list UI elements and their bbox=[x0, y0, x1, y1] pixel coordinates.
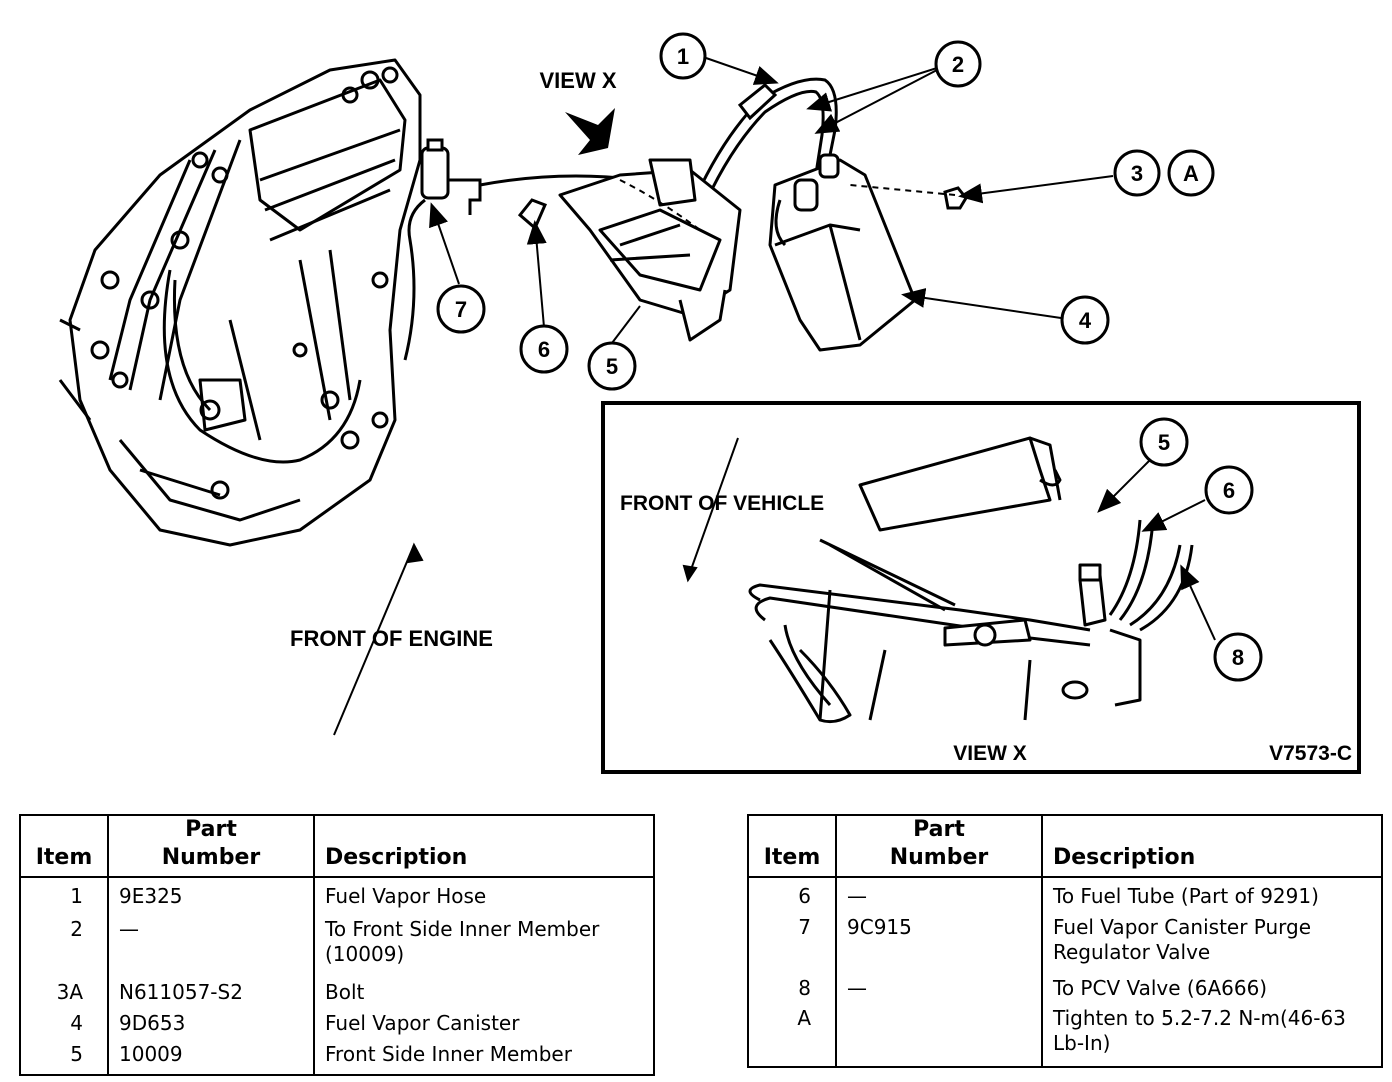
svg-text:3: 3 bbox=[1131, 161, 1143, 186]
table-row: 6 — To Fuel Tube (Part of 9291) bbox=[747, 877, 1383, 916]
engine-drawing bbox=[58, 58, 422, 547]
row-item: 5 bbox=[19, 1042, 109, 1075]
row-description: Tighten to 5.2-7.2 N-m(46-63 Lb-In) bbox=[1041, 1005, 1383, 1067]
bolt bbox=[943, 186, 968, 210]
row-part-number: 10009 bbox=[107, 1042, 315, 1075]
front-of-engine-label: FRONT OF ENGINE bbox=[290, 626, 493, 651]
callout-2: 2 bbox=[934, 40, 982, 88]
row-description: To Front Side Inner Member (10009) bbox=[313, 917, 655, 980]
exploded-diagram: 1 2 3 A 4 7 6 5 VIEW X FRONT OF ENGINE bbox=[58, 32, 1361, 774]
callout-4: 4 bbox=[1060, 295, 1110, 345]
svg-text:2: 2 bbox=[952, 52, 964, 77]
table-row: 2 — To Front Side Inner Member (10009) bbox=[19, 917, 655, 980]
fuel-vapor-canister bbox=[768, 153, 917, 352]
table-row: 3A N611057-S2 Bolt bbox=[19, 979, 655, 1012]
svg-text:5: 5 bbox=[606, 354, 618, 379]
table-row: A Tighten to 5.2-7.2 N-m(46-63 Lb-In) bbox=[747, 1005, 1383, 1067]
row-description: To Fuel Tube (Part of 9291) bbox=[1041, 877, 1383, 916]
figure-code: V7573-C bbox=[1269, 742, 1352, 765]
row-item: 7 bbox=[747, 915, 837, 976]
table-header-row: Item Part Number Description bbox=[747, 815, 1383, 878]
svg-text:8: 8 bbox=[1232, 645, 1244, 670]
svg-text:7: 7 bbox=[455, 297, 467, 322]
view-x-arrow bbox=[565, 108, 615, 155]
row-description: To PCV Valve (6A666) bbox=[1041, 975, 1383, 1006]
row-part-number bbox=[835, 1005, 1043, 1067]
row-item: 6 bbox=[747, 877, 837, 916]
callout-6: 6 bbox=[519, 324, 569, 374]
header-item: Item bbox=[19, 815, 109, 878]
svg-text:6: 6 bbox=[1223, 478, 1235, 503]
row-part-number: N611057-S2 bbox=[107, 979, 315, 1012]
row-description: Fuel Vapor Hose bbox=[313, 877, 655, 918]
svg-text:1: 1 bbox=[677, 44, 689, 69]
table-row: 7 9C915 Fuel Vapor Canister Purge Regula… bbox=[747, 915, 1383, 976]
callout-1: 1 bbox=[659, 32, 707, 80]
table-row: 5 10009 Front Side Inner Member bbox=[19, 1042, 655, 1075]
row-description: Fuel Vapor Canister Purge Regulator Valv… bbox=[1041, 915, 1383, 976]
header-part-number: Part Number bbox=[835, 815, 1043, 878]
row-item: 4 bbox=[19, 1011, 109, 1043]
header-part-number: Part Number bbox=[107, 815, 315, 878]
table-header-row: Item Part Number Description bbox=[19, 815, 655, 878]
row-part-number: — bbox=[107, 917, 315, 980]
parts-table-left: Item Part Number Description 1 9E325 Fue… bbox=[19, 814, 655, 1076]
table-row: 4 9D653 Fuel Vapor Canister bbox=[19, 1011, 655, 1043]
callout-3: 3 bbox=[1113, 149, 1161, 197]
front-side-inner-member bbox=[558, 158, 742, 342]
front-of-vehicle-label: FRONT OF VEHICLE bbox=[620, 492, 824, 515]
row-part-number: 9E325 bbox=[107, 877, 315, 918]
leader-lines bbox=[333, 57, 1114, 736]
row-item: A bbox=[747, 1005, 837, 1067]
callout-a: A bbox=[1167, 149, 1215, 197]
inset-view-x-label: VIEW X bbox=[953, 742, 1027, 765]
table-row: 8 — To PCV Valve (6A666) bbox=[747, 975, 1383, 1006]
header-description: Description bbox=[313, 815, 655, 878]
row-description: Bolt bbox=[313, 979, 655, 1012]
table-row: 1 9E325 Fuel Vapor Hose bbox=[19, 877, 655, 918]
purge-regulator-valve bbox=[403, 138, 482, 361]
row-item: 2 bbox=[19, 917, 109, 980]
inset-callout-5: 5 bbox=[1139, 417, 1189, 467]
callout-7: 7 bbox=[436, 284, 486, 334]
svg-text:5: 5 bbox=[1158, 430, 1170, 455]
inset-callout-6: 6 bbox=[1204, 465, 1254, 515]
row-item: 8 bbox=[747, 975, 837, 1006]
row-description: Fuel Vapor Canister bbox=[313, 1011, 655, 1043]
row-part-number: 9D653 bbox=[107, 1011, 315, 1043]
svg-text:6: 6 bbox=[538, 337, 550, 362]
svg-text:4: 4 bbox=[1079, 308, 1092, 333]
parts-table-right: Item Part Number Description 6 — To Fuel… bbox=[747, 814, 1383, 1068]
view-x-label: VIEW X bbox=[539, 68, 616, 93]
row-item: 1 bbox=[19, 877, 109, 918]
inset-callout-8: 8 bbox=[1213, 632, 1263, 682]
row-part-number: — bbox=[835, 975, 1043, 1006]
header-item: Item bbox=[747, 815, 837, 878]
svg-text:A: A bbox=[1183, 161, 1199, 186]
row-description: Front Side Inner Member bbox=[313, 1042, 655, 1075]
view-x-inset: 5 6 8 FRONT OF VEHICLE VIEW X V7573-C bbox=[601, 401, 1361, 774]
row-item: 3A bbox=[19, 979, 109, 1012]
row-part-number: — bbox=[835, 877, 1043, 916]
row-part-number: 9C915 bbox=[835, 915, 1043, 976]
header-description: Description bbox=[1041, 815, 1383, 878]
callout-5: 5 bbox=[587, 341, 637, 391]
